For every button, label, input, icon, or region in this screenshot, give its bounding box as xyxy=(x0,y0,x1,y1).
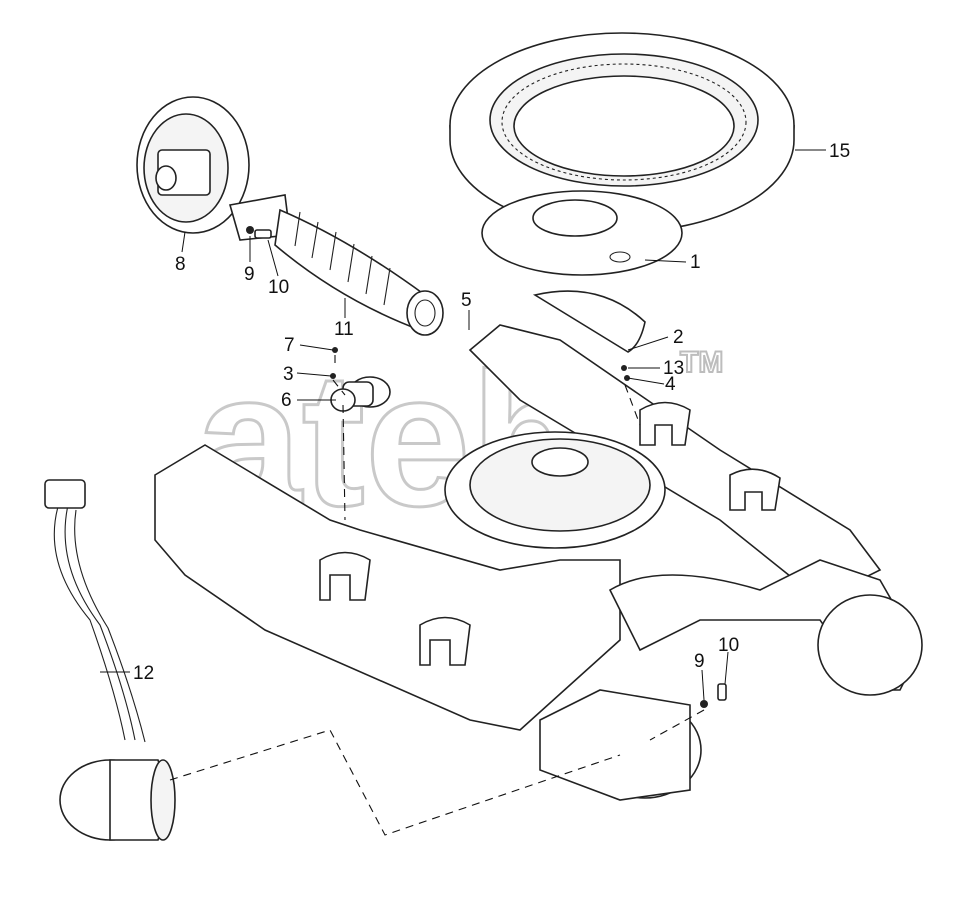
callout-label-10-top: 10 xyxy=(268,277,289,298)
travel-motor-assembly xyxy=(44,479,176,841)
callout-label-7: 7 xyxy=(284,335,295,356)
callout-label-8: 8 xyxy=(175,254,186,275)
callout-label-1: 1 xyxy=(690,252,701,273)
callout-label-4: 4 xyxy=(665,374,676,395)
cover-plate xyxy=(532,290,646,353)
carrier-roller xyxy=(330,376,391,412)
leader-lines xyxy=(100,149,826,701)
hardware-items xyxy=(246,226,727,708)
callout-label-3: 3 xyxy=(283,364,294,385)
callout-label-9-top: 9 xyxy=(244,264,255,285)
callout-label-10-bottom: 10 xyxy=(718,635,739,656)
track-frame xyxy=(154,324,923,801)
assembly-lines xyxy=(169,355,705,836)
seal-plate xyxy=(481,190,683,276)
callout-label-12: 12 xyxy=(133,663,154,684)
callout-label-2: 2 xyxy=(673,327,684,348)
callout-label-9-bottom: 9 xyxy=(694,651,705,672)
callout-label-6: 6 xyxy=(281,390,292,411)
callout-labels: 15 1 2 13 4 5 7 3 6 8 9 10 11 12 9 10 xyxy=(133,141,850,684)
watermark-trademark: TM xyxy=(680,346,723,379)
callout-label-5: 5 xyxy=(461,290,472,311)
callout-label-13: 13 xyxy=(663,358,684,379)
callout-label-15: 15 xyxy=(829,141,850,162)
callout-label-11: 11 xyxy=(334,319,354,340)
idler-assembly xyxy=(136,96,444,336)
